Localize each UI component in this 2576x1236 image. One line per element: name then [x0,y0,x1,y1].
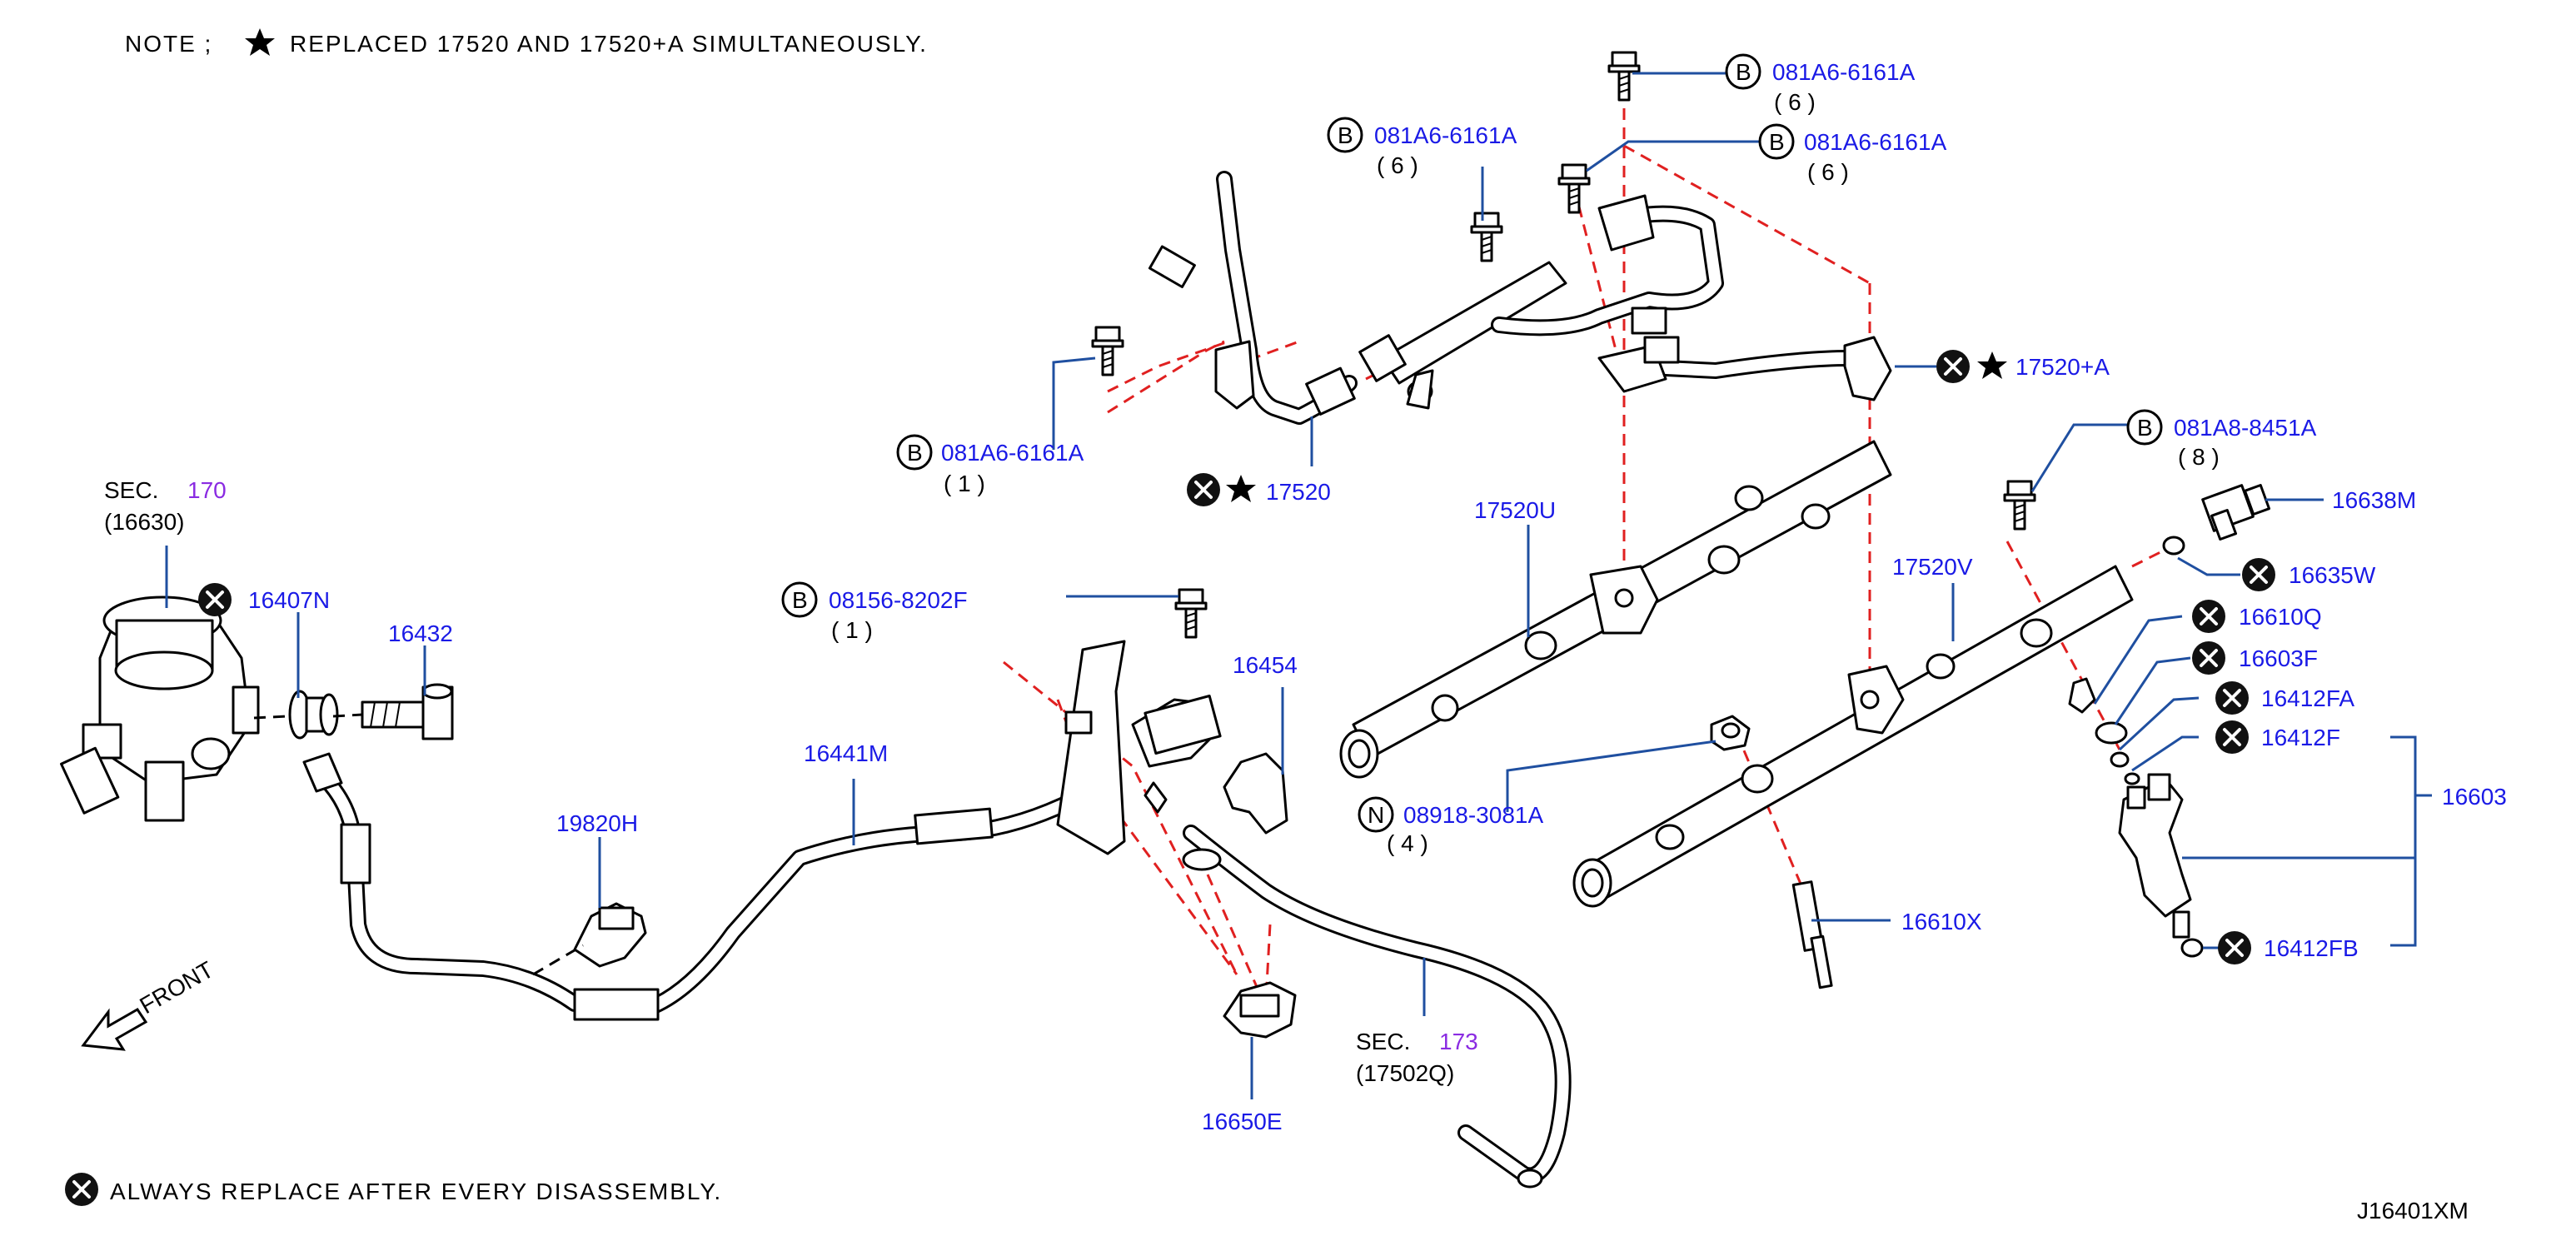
bolt-16432 [361,683,454,740]
x-circle-icon [2190,640,2227,676]
crossover-pipe [1491,194,1892,401]
x-circle-icon [2214,680,2250,716]
qty-081a6-6161a-right: ( 6 ) [1807,159,1849,185]
b-symbol: B [1769,129,1785,155]
x-circle-icon [197,581,233,618]
sec170-ref: (16630) [104,509,185,535]
sec173-ref: (17502Q) [1356,1060,1454,1086]
x-circle-icon [1185,471,1222,508]
part-16603: 16603 [2442,784,2507,810]
injector-16603 [2118,773,2204,958]
front-arrow-icon [81,1008,148,1051]
b-circle-icon [1327,117,1363,153]
part-16603f: 16603F [2239,645,2318,671]
fuel-rail-17520v [1572,565,2134,908]
part-16441m: 16441M [804,740,888,766]
b-symbol: B [907,440,923,466]
part-16407n: 16407N [248,587,330,613]
x-circle-icon [2190,598,2227,635]
part-08918-3081a: 08918-3081A [1403,802,1543,828]
b-symbol: B [792,587,808,613]
fuel-tube-16441m [302,752,1083,1021]
fuel-rail-17520u [1339,440,1892,779]
sensor-16638m [2201,483,2271,541]
note-prefix: NOTE ; [125,31,212,57]
return-tube-17502q [1182,825,1572,1189]
high-pressure-pump [60,596,260,822]
part-16610q: 16610Q [2239,604,2322,630]
bolt-081a6-6161a-right [1557,163,1591,214]
x-circle-icon [63,1171,100,1208]
b-symbol: B [1736,59,1751,85]
sec170-label: SEC. [104,477,158,503]
star-icon [1226,475,1256,502]
part-081a6-6161a-right: 081A6-6161A [1804,129,1947,155]
b-circle-icon [781,581,818,618]
part-16412fa: 16412FA [2261,685,2354,711]
injector-seals [2068,677,2140,785]
part-16454: 16454 [1233,652,1298,678]
part-16638m: 16638M [2332,487,2416,513]
qty-08918-3081a: ( 4 ) [1387,830,1428,856]
part-17520a: 17520+A [2015,354,2110,380]
qty-081a6-6161a-left: ( 1 ) [944,471,985,496]
n-circle-icon [1358,796,1394,833]
part-16635w: 16635W [2289,562,2376,588]
bolt-081a6-6161a-top [1607,51,1641,102]
bolt-081a8-8451a [2003,480,2036,531]
sec173-number: 173 [1439,1029,1478,1054]
n-symbol: N [1368,802,1384,828]
qty-08156-8202f: ( 1 ) [831,617,873,643]
sec173-label: SEC. [1356,1029,1410,1054]
x-circle-icon [2214,719,2250,755]
clip-16650e [1223,981,1297,1039]
star-icon [245,28,275,56]
qty-081a6-6161a-mid: ( 6 ) [1377,152,1418,178]
star-icon [1977,351,2007,379]
bolt-08156-8202f [1174,588,1208,639]
part-081a6-6161a-mid: 081A6-6161A [1374,122,1517,148]
x-circle-icon [2216,929,2253,966]
clip-19820h [573,902,647,968]
fuel-pipe-17520 [1148,171,1358,425]
part-17520: 17520 [1266,479,1331,505]
qty-081a8-8451a: ( 8 ) [2178,444,2220,470]
sensor-16610x [1791,880,1833,989]
sec170-number: 170 [187,477,227,503]
part-16650e: 16650E [1202,1109,1283,1134]
always-replace-note: ALWAYS REPLACE AFTER EVERY DISASSEMBLY. [110,1179,722,1204]
x-circle-icon [1935,348,1971,385]
diagram-code: J16401XM [2357,1198,2469,1224]
bolt-081a6-6161a-left [1091,326,1124,376]
part-16432: 16432 [388,620,453,646]
part-081a6-6161a-top: 081A6-6161A [1772,59,1916,85]
part-16610x: 16610X [1901,909,1982,934]
washer-16407n [288,690,339,740]
feed-rail-block [1358,261,1567,410]
part-08156-8202f: 08156-8202F [829,587,968,613]
part-17520v: 17520V [1892,554,1973,580]
x-circle-icon [2240,556,2277,593]
part-16412fb: 16412FB [2264,935,2359,961]
b-circle-icon [896,434,933,471]
b-circle-icon [1758,123,1795,160]
bolt-081a6-6161a-mid [1470,212,1503,262]
part-17520u: 17520U [1474,497,1556,523]
part-081a6-6161a-left: 081A6-6161A [941,440,1084,466]
part-081a8-8451a: 081A8-8451A [2174,415,2317,441]
bracket-assembly [1056,640,1222,855]
nut-08918-3081a [1710,715,1751,751]
b-symbol: B [1338,122,1353,148]
note-text: REPLACED 17520 AND 17520+A SIMULTANEOUSL… [290,31,928,57]
oring-16635w [2162,536,2185,556]
b-circle-icon [2126,409,2163,446]
part-19820h: 19820H [556,810,638,836]
front-label: FRONT [136,956,218,1019]
part-16412f: 16412F [2261,725,2340,750]
b-symbol: B [2137,415,2153,441]
b-circle-icon [1725,53,1761,90]
qty-081a6-6161a-top: ( 6 ) [1774,89,1816,115]
clamp-16454 [1223,752,1288,835]
